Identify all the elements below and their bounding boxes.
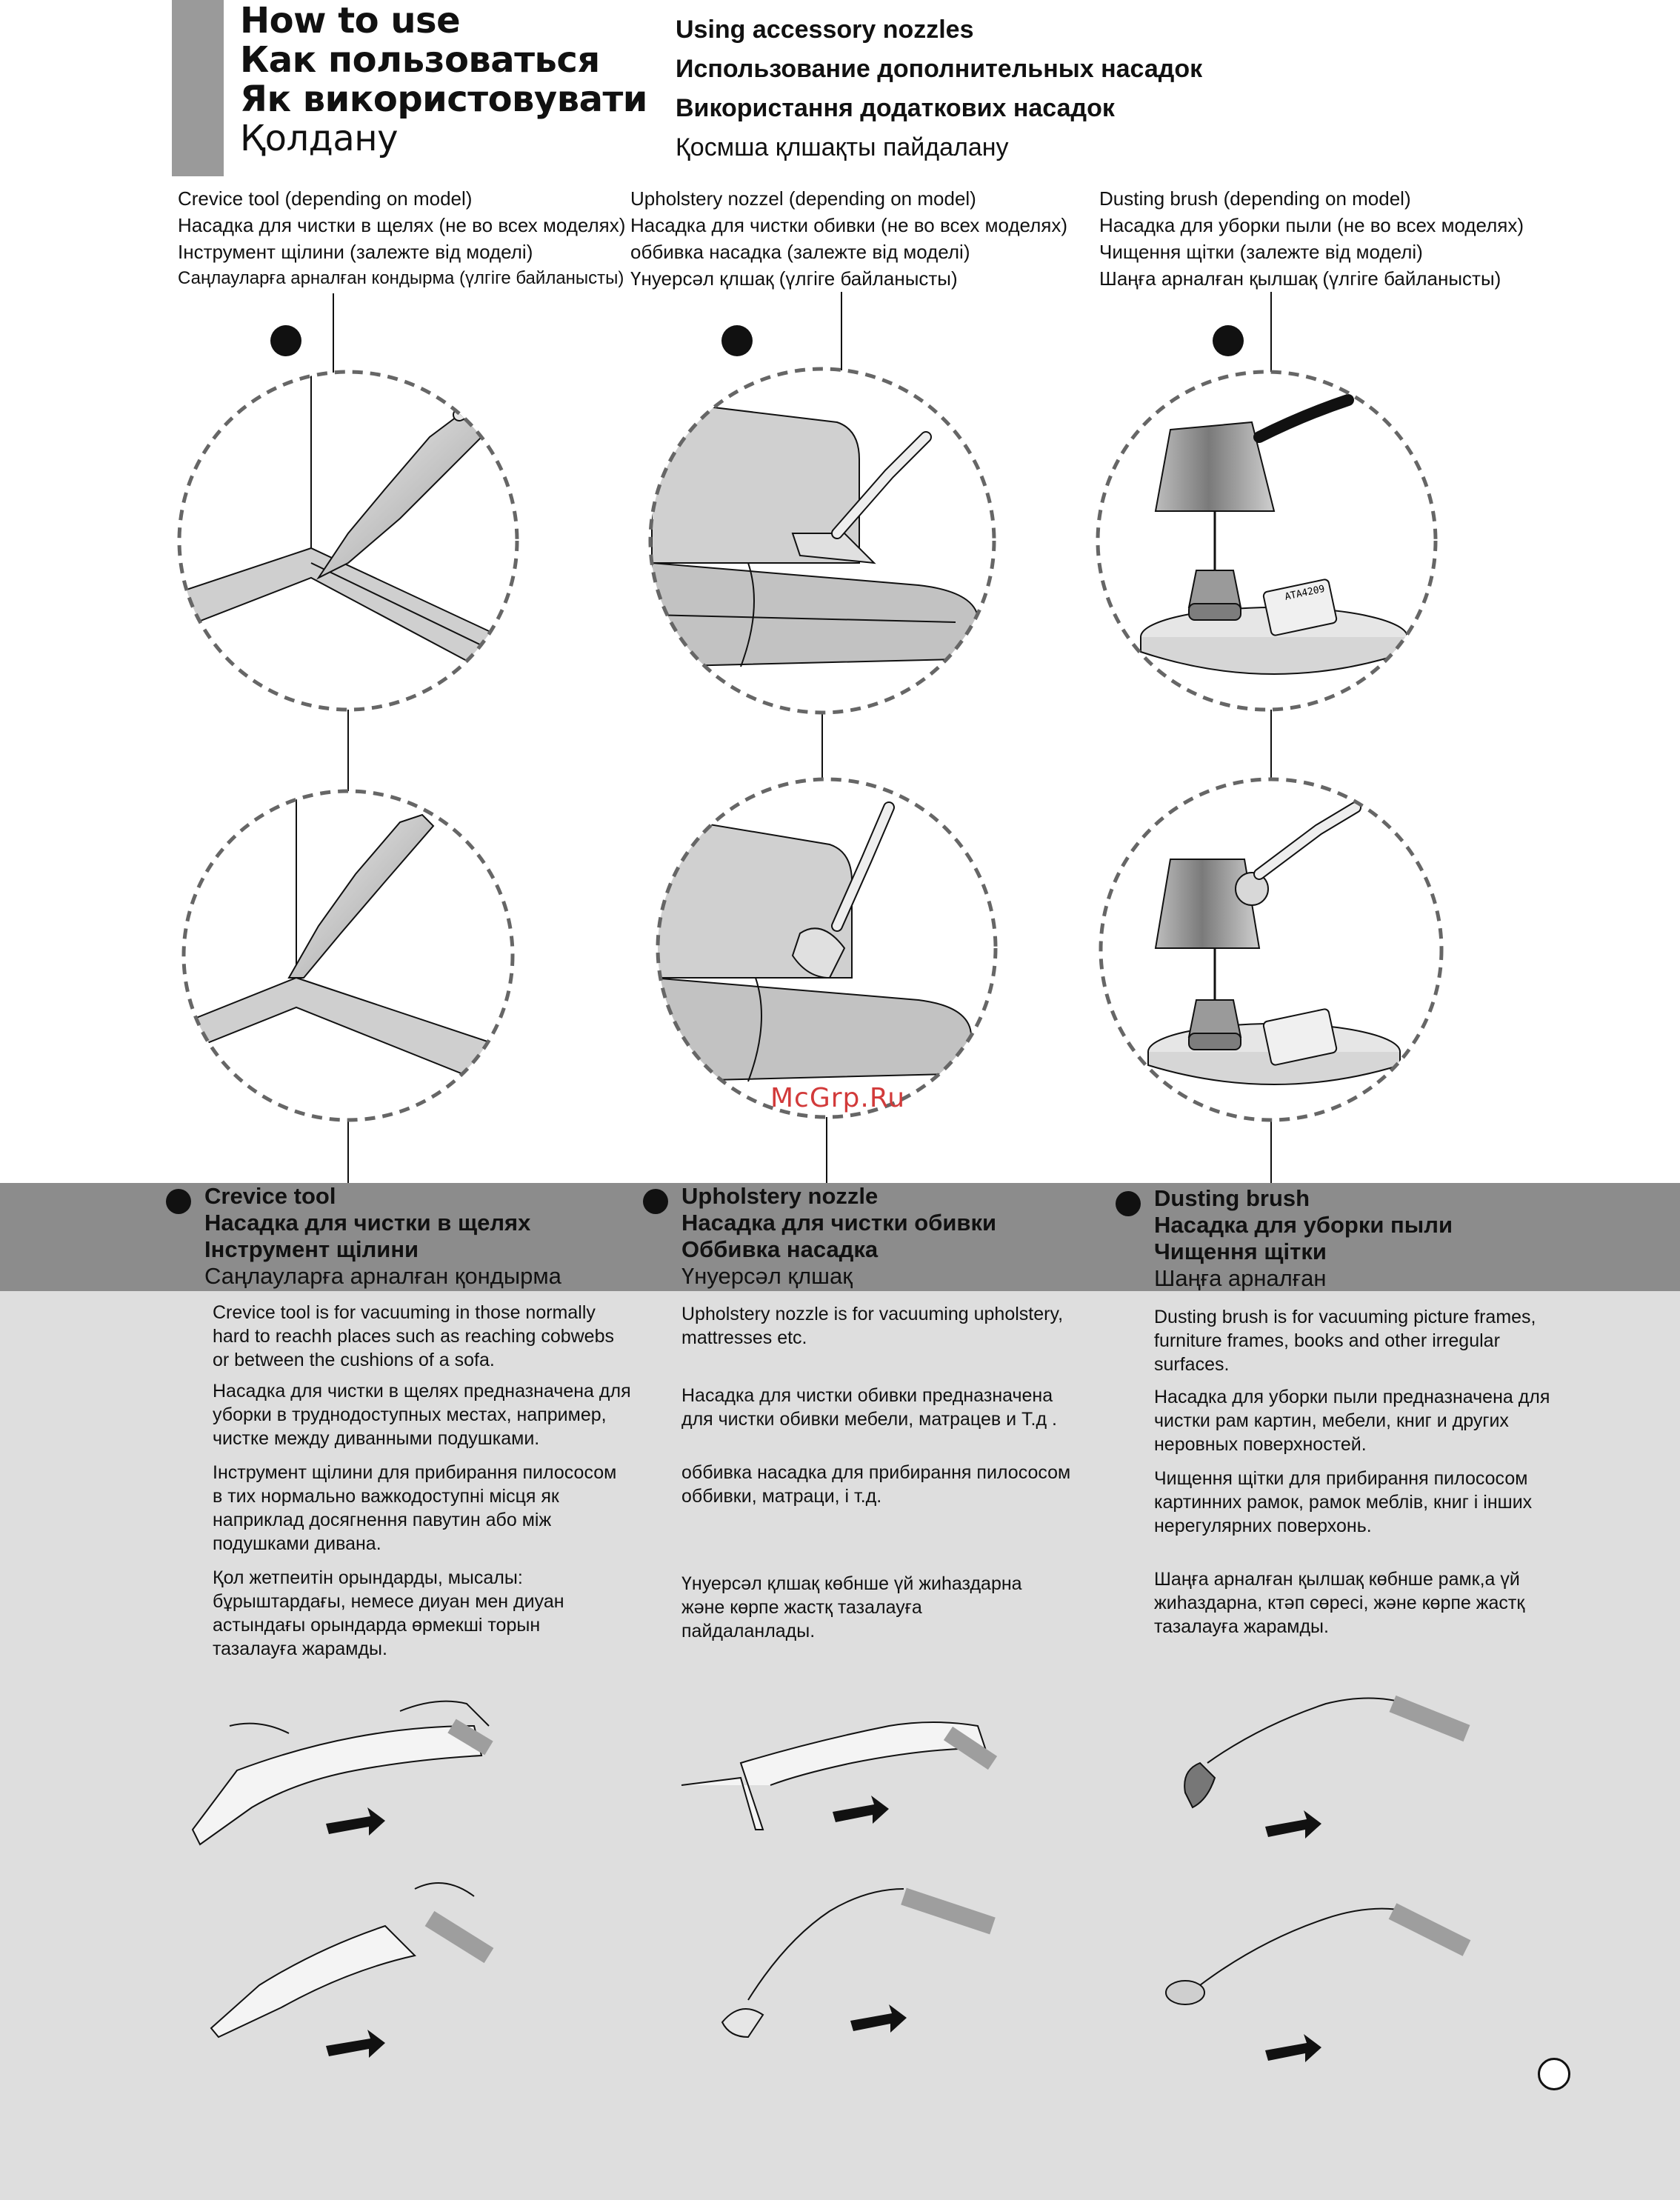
- caption-line: Crevice tool (depending on model): [178, 187, 473, 210]
- caption-line: Шаңға арналған қылшақ (үлгіге байланысты…: [1099, 267, 1501, 290]
- heading-line: Інструмент щілини: [204, 1236, 419, 1262]
- heading-line: Upholstery nozzle: [681, 1183, 879, 1209]
- caption-upholstery-nozzle: Upholstery nozzel (depending on model) Н…: [630, 185, 1067, 292]
- heading-line: Crevice tool: [204, 1183, 336, 1209]
- page-number-circle: [1538, 2058, 1570, 2090]
- lower-panel: [0, 1183, 1680, 2200]
- step-dot: [721, 325, 753, 356]
- heading-crevice-tool: Crevice tool Насадка для чистки в щелях …: [166, 1183, 561, 1290]
- paragraph-uk: оббивка насадка для прибирання пилососом…: [681, 1462, 1071, 1507]
- paragraph-ru: Насадка для уборки пыли предназначена дл…: [1154, 1387, 1550, 1455]
- heading-band: [0, 1183, 1680, 1291]
- dusting-hand-sketch-1: [1184, 1695, 1470, 1809]
- caption-line: Інструмент щілини (залежте від моделі): [178, 241, 533, 263]
- caption-line: Насадка для уборки пыли (не во всех моде…: [1099, 214, 1524, 236]
- title-line-ru: Как пользоваться: [240, 39, 600, 81]
- title-line-kk: Қолдану: [240, 118, 399, 159]
- title-line-en: How to use: [240, 0, 461, 41]
- bullet-dot: [1116, 1191, 1141, 1216]
- heading-upholstery-nozzle: Upholstery nozzle Насадка для чистки оби…: [643, 1183, 997, 1290]
- title-accent-bar: [172, 0, 224, 176]
- detail-circle: [656, 777, 998, 1119]
- heading-line: Оббивка насадка: [681, 1236, 879, 1262]
- heading-line: Чищення щітки: [1154, 1239, 1327, 1264]
- detail-circle: [1096, 370, 1438, 712]
- step-dot: [270, 325, 301, 356]
- dusting-brush-scene-1: [1098, 372, 1436, 710]
- caption-line: оббивка насадка (залежте від моделі): [630, 241, 970, 263]
- caption-line: Насадка для чистки обивки (не во всех мо…: [630, 214, 1068, 236]
- subtitle-line-uk: Використання додаткових насадок: [676, 94, 1115, 122]
- crevice-tool-scene-2: [184, 791, 513, 1120]
- detail-circle: [177, 370, 519, 712]
- upholstery-hand-sketch-1: [681, 1721, 998, 1830]
- upholstery-scene-1: [650, 370, 994, 711]
- crevice-hand-sketch-2: [210, 1882, 494, 2039]
- direction-arrow: [326, 1807, 385, 1836]
- direction-arrow: [1265, 1810, 1321, 1839]
- upholstery-scene-2: [658, 779, 996, 1117]
- caption-line: Үнуерсәл қлшақ (үлгіге байланысты): [630, 267, 958, 290]
- subtitle-line-kk: Қосмша қлшақты пайдалану: [676, 133, 1009, 161]
- paragraph-ru: Насадка для чистки в щелях предназначена…: [213, 1381, 631, 1449]
- heading-line: Dusting brush: [1154, 1185, 1310, 1211]
- page-subtitle: Using accessory nozzles Использование до…: [676, 10, 1202, 167]
- title-line-uk: Як використовувати: [240, 79, 647, 120]
- heading-line: Үнуерсәл қлшақ: [681, 1263, 853, 1289]
- crevice-tool-scene-1: [179, 372, 517, 710]
- heading-line: Насадка для уборки пыли: [1154, 1212, 1453, 1238]
- bullet-dot: [166, 1189, 191, 1214]
- paragraph-en: Upholstery nozzle is for vacuuming uphol…: [681, 1304, 1064, 1348]
- detail-circle: [181, 789, 515, 1122]
- detail-circle: [1099, 777, 1444, 1122]
- paragraph-en: Dusting brush is for vacuuming picture f…: [1154, 1307, 1536, 1375]
- upholstery-hand-sketch-2: [721, 1887, 996, 2039]
- direction-arrow: [1265, 2034, 1321, 2062]
- heading-dusting-brush: Dusting brush Насадка для уборки пыли Чи…: [1116, 1185, 1453, 1292]
- caption-crevice-tool: Crevice tool (depending on model) Насадк…: [178, 185, 625, 292]
- bullet-dot: [643, 1189, 668, 1214]
- crevice-hand-sketch-1: [191, 1700, 493, 1846]
- direction-arrow: [833, 1796, 889, 1824]
- caption-line: Dusting brush (depending on model): [1099, 187, 1411, 210]
- heading-line: Насадка для чистки обивки: [681, 1210, 997, 1236]
- heading-line: Шаңға арналған: [1154, 1265, 1327, 1291]
- heading-line: Саңлауларға арналған қондырма: [204, 1263, 561, 1289]
- dusting-hand-sketch-2: [1165, 1903, 1471, 2005]
- caption-line: Чищення щітки (залежте від моделі): [1099, 241, 1423, 263]
- caption-line: Саңлауларға арналған кондырма (үлгіге ба…: [178, 268, 624, 288]
- caption-line: Upholstery nozzel (depending on model): [630, 187, 976, 210]
- caption-line: Насадка для чистки в щелях (не во всех м…: [178, 214, 626, 236]
- subtitle-line-en: Using accessory nozzles: [676, 16, 974, 44]
- detail-circle: [648, 367, 996, 715]
- direction-arrow: [326, 2030, 385, 2058]
- caption-dusting-brush: Dusting brush (depending on model) Насад…: [1099, 185, 1524, 292]
- direction-arrow: [850, 2004, 907, 2033]
- paragraph-kk: Қол жетпеитін орындарды, мысалы:бұрыштар…: [213, 1567, 564, 1659]
- paragraph-en: Crevice tool is for vacuuming in those n…: [213, 1302, 614, 1370]
- heading-line: Насадка для чистки в щелях: [204, 1210, 531, 1236]
- step-dot: [1213, 325, 1244, 356]
- subtitle-line-ru: Использование дополнительных насадок: [676, 55, 1203, 83]
- page-title: How to use Как пользоваться Як використо…: [240, 1, 647, 159]
- watermark: McGrp.Ru: [770, 1083, 906, 1113]
- paragraph-uk: Інструмент щілини для прибирання пилосос…: [213, 1462, 617, 1554]
- dusting-brush-scene-2: [1101, 779, 1441, 1120]
